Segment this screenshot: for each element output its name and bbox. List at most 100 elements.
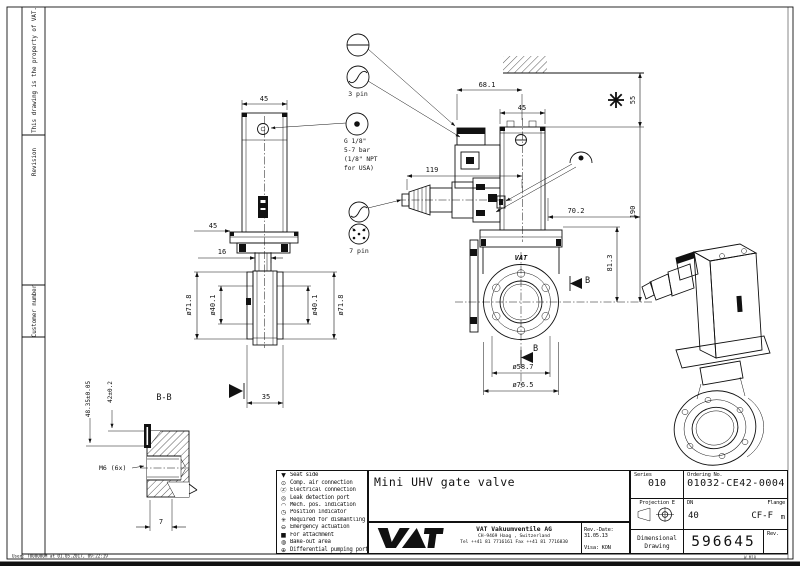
electrical-connection-icon: Ⓩ — [280, 487, 287, 495]
vat-sticker — [258, 196, 268, 218]
print-stamp: User: T000000M at 01.05.2017, 09:22:19 — [12, 554, 108, 559]
bake-out-area-icon: ◍ — [280, 539, 287, 547]
seat-side-marker — [229, 384, 243, 398]
legend-label: Seat side — [290, 472, 319, 479]
sheet-frame — [0, 6, 800, 566]
dn-flange-cell: DN 40 Flange CF-F m — [683, 498, 788, 529]
ordering-cell: Ordering No. 01032-CE42-0004 — [683, 471, 788, 498]
legend-item: Ⓩ Electrical connection — [277, 487, 367, 494]
position-indicator-icon: ◷ — [280, 509, 287, 517]
rev-cell: Rev. — [763, 529, 788, 554]
flange-suffix: m — [780, 513, 785, 521]
dn-value: 40 — [688, 511, 699, 521]
dim-dia76-5: ø76.5 — [512, 381, 533, 389]
legend-item: ✳ Required for dismantling — [277, 517, 367, 524]
for-attachment-icon: ■ — [280, 531, 287, 539]
bolt-holes — [492, 269, 550, 335]
ordering-value: 01032-CE42-0004 — [687, 478, 785, 489]
doc-type: Dimensional Drawing — [637, 535, 677, 551]
company-box: VAT Vakuumventile AG CH-9469 Haag , Swit… — [368, 522, 630, 554]
dim-190: 190 — [629, 206, 637, 219]
property-note: This drawing is the property of VAT. — [32, 7, 38, 133]
leak-detection-port-icon: ◎ — [280, 494, 287, 502]
dim-48-35: 48.35±0.05 — [85, 381, 92, 418]
callouts: 3 pin G 1/8" 5-7 bar (1/8" NPT for USA) … — [270, 33, 461, 255]
customer-number-label: Customer number — [32, 284, 38, 337]
dim-42: 42±0.2 — [107, 381, 114, 403]
legend-item: ⊕ Differential pumping port — [277, 546, 367, 554]
company-name: VAT Vakuumventile AG — [476, 526, 552, 533]
dim-45-top: 45 — [260, 95, 268, 103]
legend-item: ◎ Leak detection port — [277, 494, 367, 502]
title-block-right: Series 010 Ordering No. 01032-CE42-0004 … — [630, 470, 788, 554]
legend-item: ▼ Seat side — [277, 472, 367, 479]
legend-label: Differential pumping port — [290, 546, 367, 553]
vat-logo — [377, 528, 444, 548]
drawing-title-box: Mini UHV gate valve — [368, 470, 630, 522]
dim-35: 35 — [262, 393, 270, 401]
corner-mark: W.M18 — [744, 555, 757, 560]
legend-label: Emergency actuation — [290, 524, 350, 531]
section-bb-label: B-B — [156, 393, 171, 403]
legend-label: Bake-out area — [290, 539, 331, 546]
air-note-2: 5-7 bar — [344, 147, 370, 154]
legend-label: Leak detection port — [290, 494, 350, 501]
differential-pumping-port-icon: ⊕ — [280, 546, 287, 554]
projection-label: Projection E — [639, 500, 675, 506]
body-logo: VAT — [515, 254, 528, 262]
air-note-4: for USA) — [344, 165, 374, 172]
legend-item: ◍ Bake-out area — [277, 539, 367, 546]
dim-16: 16 — [218, 248, 226, 256]
dn-label: DN — [687, 500, 693, 506]
legend-item: ◠ Mech. pos. indication — [277, 502, 367, 509]
company-info: VAT Vakuumventile AG CH-9469 Haag , Swit… — [449, 526, 579, 545]
thread-callout: M6 (6x) — [99, 464, 126, 472]
pin7-label: 7 pin — [349, 247, 369, 255]
sidebar: This drawing is the property of VAT. Rev… — [12, 7, 108, 558]
comp-air-icon — [345, 112, 369, 136]
pin3-label: 3 pin — [348, 90, 368, 98]
dim-dia71-left: ø71.8 — [185, 294, 193, 315]
legend-item: ⊙ Comp. air connection — [277, 479, 367, 487]
projection-symbol-icon — [637, 507, 674, 522]
dim-68-1: 68.1 — [479, 81, 496, 89]
dim-81-3: 81.3 — [606, 255, 614, 272]
electrical-3pin-icon — [346, 65, 370, 89]
dim-70-2: 70.2 — [568, 207, 585, 215]
drawing-number-cell: 596645 — [683, 529, 763, 554]
visa: Visa: KON — [584, 545, 611, 551]
dim-55: 55 — [629, 96, 637, 104]
legend-label: Electrical connection — [290, 487, 356, 494]
air-port — [257, 123, 269, 135]
legend-label: Mech. pos. indication — [290, 501, 356, 508]
legend-item: ◷ Position indicator — [277, 509, 367, 516]
drawing-title: Mini UHV gate valve — [374, 475, 516, 489]
flange-label: Flange — [767, 500, 785, 506]
isometric-view — [641, 243, 771, 466]
legend-item: ⊖ Emergency actuation — [277, 524, 367, 531]
company-address: CH-9469 Haag , Switzerland — [478, 533, 550, 539]
ordering-label: Ordering No. — [687, 472, 723, 478]
air-note-1: G 1/8" — [344, 138, 366, 145]
dim-dia40-right: ø40.1 — [311, 294, 319, 315]
revision-label: Revision — [32, 148, 38, 176]
series-label: Series — [634, 472, 652, 478]
series-value: 010 — [647, 478, 667, 489]
company-phone: Tel ++41 81 7716161 Fax ++41 81 7716830 — [460, 539, 568, 545]
legend-label: Position indicator — [290, 509, 347, 516]
emergency-actuation-icon: ⊖ — [280, 524, 287, 532]
symbol-legend: ▼ Seat side ⊙ Comp. air connection Ⓩ Ele… — [276, 470, 368, 554]
rev-date: Rev.-Date: 31.05.13 — [584, 527, 614, 539]
projection-cell: Projection E — [631, 498, 683, 529]
dismantling-star — [608, 92, 624, 108]
legend-label: Required for dismantling — [290, 516, 365, 523]
section-bb-detail: 48.35±0.05 42±0.2 M6 (6x) 7 — [85, 381, 198, 531]
front-view: 45 45 16 — [156, 95, 345, 408]
air-note-3: (1/8" NPT — [344, 156, 378, 163]
mech-pos-indication-icon: ◠ — [280, 501, 287, 509]
section-arrow-b1: B — [585, 276, 590, 286]
revision-box: Rev.-Date: 31.05.13 Visa: KON — [581, 523, 630, 554]
comp-air-connection-icon: ⊙ — [280, 479, 287, 487]
